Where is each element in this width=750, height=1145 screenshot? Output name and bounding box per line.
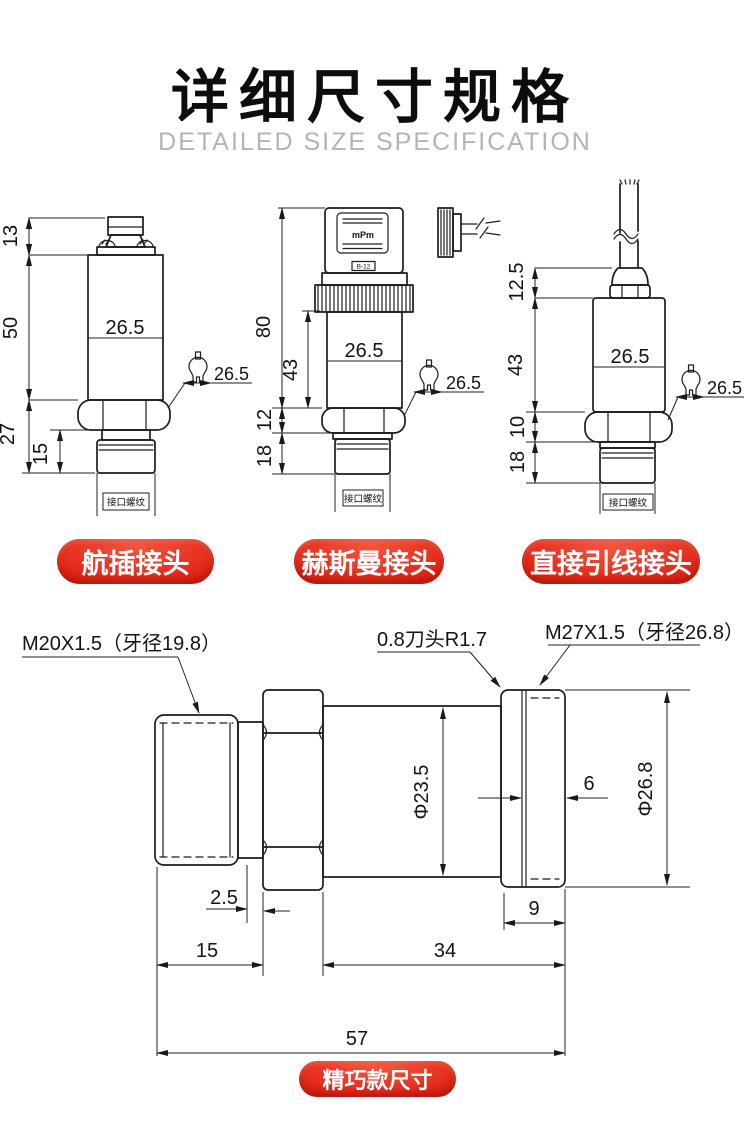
- page-subtitle: DETAILED SIZE SPECIFICATION: [158, 128, 592, 156]
- dim-body-height: 50: [0, 317, 22, 339]
- dimension-lines: [272, 207, 335, 475]
- page-title: 详细尺寸规格: [170, 65, 579, 130]
- compact-part: [154, 689, 566, 891]
- cable-gland: [437, 207, 501, 258]
- callout-left-thread: M20X1.5（牙径19.8）: [22, 632, 221, 714]
- hex-flats-callout: 26.5: [667, 364, 744, 421]
- aviation-plug-drawing: 26.5 接口螺纹: [0, 216, 252, 516]
- callout-right-thread: M27X1.5（牙径26.8）: [539, 621, 744, 686]
- dim-cap-face: 6: [583, 773, 594, 795]
- wrench-icon: [681, 364, 701, 396]
- callout-right-thread-text: M27X1.5（牙径26.8）: [545, 621, 744, 644]
- diameter-dims: Φ26.8 Φ23.5 6: [411, 689, 690, 888]
- cable: [613, 179, 640, 269]
- dimension-lines: [22, 217, 105, 474]
- dim-overall-height: 80: [253, 316, 275, 338]
- compact-dimension-drawing: M20X1.5（牙径19.8） 0.8刀头R1.7 M27X1.5（牙径26.8…: [22, 621, 744, 1056]
- plug-code: B-12: [357, 264, 371, 271]
- thread-label: 接口螺纹: [107, 497, 146, 509]
- hex-nut: [77, 399, 171, 431]
- thread-label: 接口螺纹: [344, 493, 383, 505]
- knurled-ring: [314, 284, 414, 313]
- dim-overall-length: 57: [346, 1028, 368, 1050]
- dim-mid-length: 34: [434, 940, 456, 962]
- thread-label: 接口螺纹: [609, 497, 648, 509]
- callout-cutter: 0.8刀头R1.7: [377, 628, 501, 688]
- thread-stub: [599, 447, 656, 484]
- dim-thread-length: 18: [254, 445, 276, 467]
- hex-flats-callout: 26.5: [403, 359, 484, 417]
- cable-gland: [611, 267, 649, 286]
- dim-body-width: 26.5: [345, 340, 384, 362]
- dim-hex-flats: 26.5: [707, 378, 742, 398]
- dim-body-width: 26.5: [106, 317, 145, 339]
- dim-lower-height: 27: [0, 423, 19, 445]
- connector-drawings: 26.5 接口螺纹: [0, 179, 744, 516]
- dim-hex-height: 10: [507, 416, 529, 438]
- gland-nut: [609, 284, 651, 299]
- hirschmann-connector: mPm B-12: [321, 207, 501, 286]
- aviation-plug-connector: [96, 216, 156, 256]
- dim-body-height: 43: [505, 354, 527, 376]
- hex-section: [262, 689, 324, 891]
- dim-hex-height: 12: [254, 409, 276, 431]
- thread-stub: [334, 438, 391, 475]
- front-thread-section: [154, 714, 239, 866]
- rear-cap: [500, 689, 566, 888]
- dim-thread-length: 15: [30, 443, 52, 465]
- dim-thread-length: 18: [507, 451, 529, 473]
- dim-groove: 2.5: [210, 887, 238, 909]
- label-hirschmann: 赫斯曼接头: [294, 539, 444, 584]
- length-dims: 2.5 15 34 9 57: [156, 865, 566, 1056]
- dim-body-width: 26.5: [611, 346, 650, 368]
- label-direct-cable: 直接引线接头: [522, 539, 700, 584]
- thread-stub: [96, 439, 156, 474]
- dim-body-height: 43: [280, 359, 302, 381]
- dim-hex-flats: 26.5: [214, 364, 249, 384]
- callout-cutter-text: 0.8刀头R1.7: [377, 628, 487, 651]
- plug-text: mPm: [352, 230, 374, 240]
- label-compact-size: 精巧款尺寸: [299, 1061, 456, 1097]
- hex-nut: [321, 407, 406, 434]
- hex-nut: [584, 411, 673, 443]
- hex-flats-callout: 26.5: [167, 351, 252, 409]
- dim-gland-height: 12.5: [506, 263, 528, 302]
- wrench-icon: [188, 351, 208, 383]
- dim-hex-flats: 26.5: [446, 373, 481, 393]
- dimension-lines: [526, 267, 612, 484]
- dim-mid-diameter: Φ23.5: [411, 765, 433, 820]
- wrench-icon: [419, 359, 439, 391]
- dim-plug-height: 13: [0, 225, 22, 247]
- dim-cap-length: 9: [528, 898, 539, 920]
- hirschmann-drawing: mPm B-12: [253, 207, 501, 512]
- label-aviation-plug: 航插接头: [57, 539, 214, 584]
- dim-front-length: 15: [196, 940, 218, 962]
- groove-neck: [237, 721, 264, 859]
- direct-cable-drawing: 26.5 接口螺纹: [505, 179, 744, 514]
- callout-left-thread-text: M20X1.5（牙径19.8）: [22, 632, 221, 655]
- dim-cap-diameter: Φ26.8: [635, 762, 657, 817]
